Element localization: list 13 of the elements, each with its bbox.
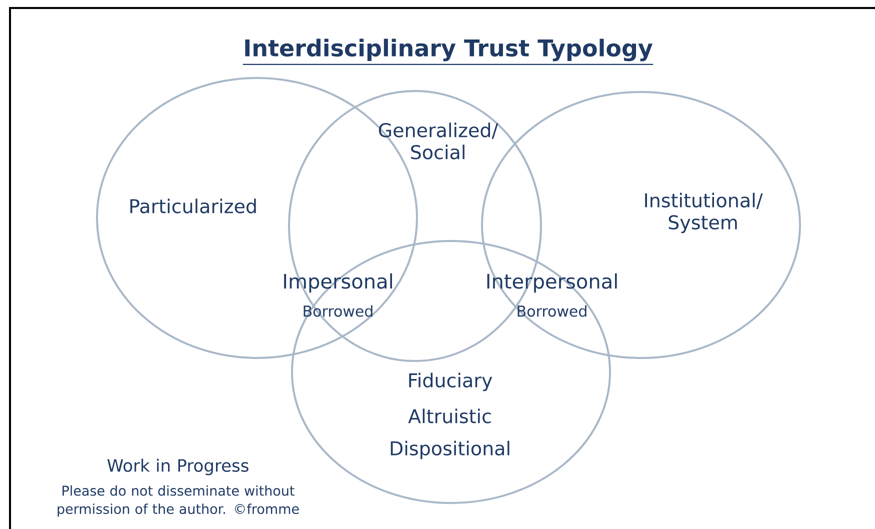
text-label: Work in Progress	[107, 458, 248, 476]
text-label: Borrowed	[518, 305, 586, 317]
text-label: Impersonal	[284, 273, 392, 293]
title: Interdisciplinary Trust Typology	[245, 38, 653, 62]
circle-label: Generalized/ Social	[378, 122, 498, 160]
text-label: Please do not disseminate without permission of the author. ©fromme	[58, 485, 299, 517]
circle-label: Fiduciary	[409, 372, 492, 392]
text-label: Borrowed	[304, 305, 372, 317]
text-label: Interpersonal	[487, 273, 617, 293]
circle-label: Particularized	[130, 198, 256, 214]
circle-label: Dispositional	[390, 440, 510, 460]
circle-label: Altruistic	[408, 408, 491, 424]
circle-label: Institutional/ System	[645, 192, 763, 234]
